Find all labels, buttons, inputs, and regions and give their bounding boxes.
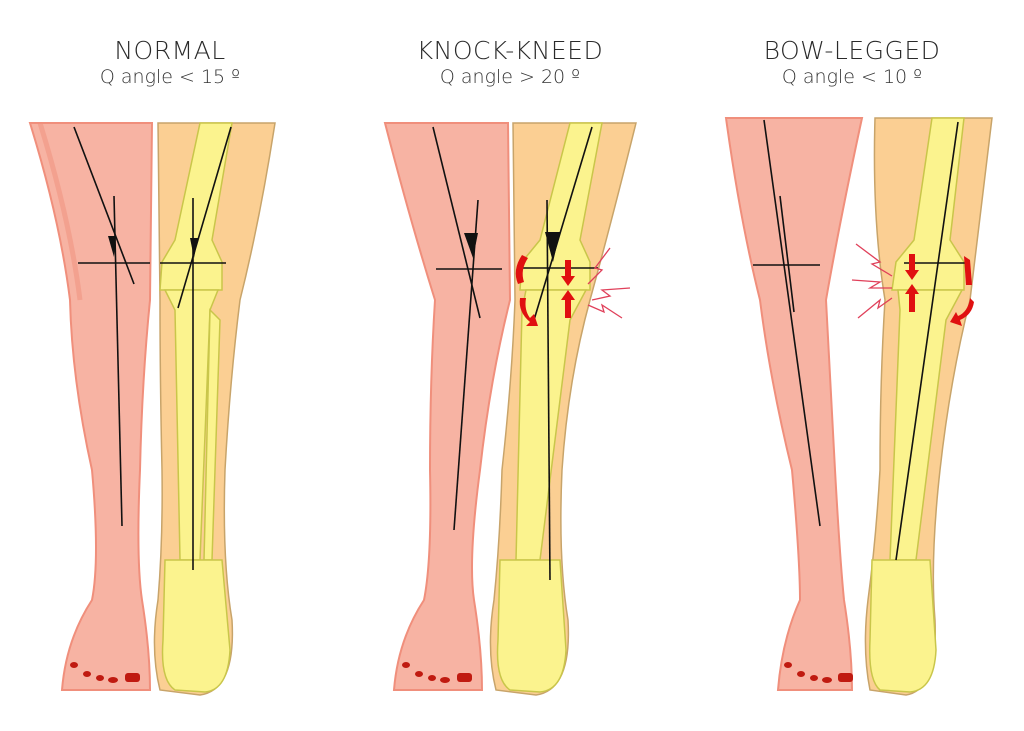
panel-normal: NORMAL Q angle < 15 º — [0, 0, 340, 731]
panel-title: NORMAL — [114, 36, 226, 65]
panel-bow-legged: BOW-LEGGED Q angle < 10 º — [680, 0, 1024, 731]
panel-knock-kneed: KNOCK-KNEED Q angle > 20 º — [340, 0, 680, 731]
normal-leg-illustration — [28, 122, 276, 696]
panel-subtitle: Q angle < 10 º — [781, 66, 923, 88]
panel-title: KNOCK-KNEED — [416, 36, 604, 65]
panel-subtitle: Q angle > 20 º — [439, 66, 581, 88]
panel-subtitle: Q angle < 15 º — [99, 66, 241, 88]
knock-kneed-leg-illustration — [383, 122, 637, 696]
bow-legged-leg-illustration — [724, 117, 993, 696]
panel-title: BOW-LEGGED — [763, 36, 941, 65]
